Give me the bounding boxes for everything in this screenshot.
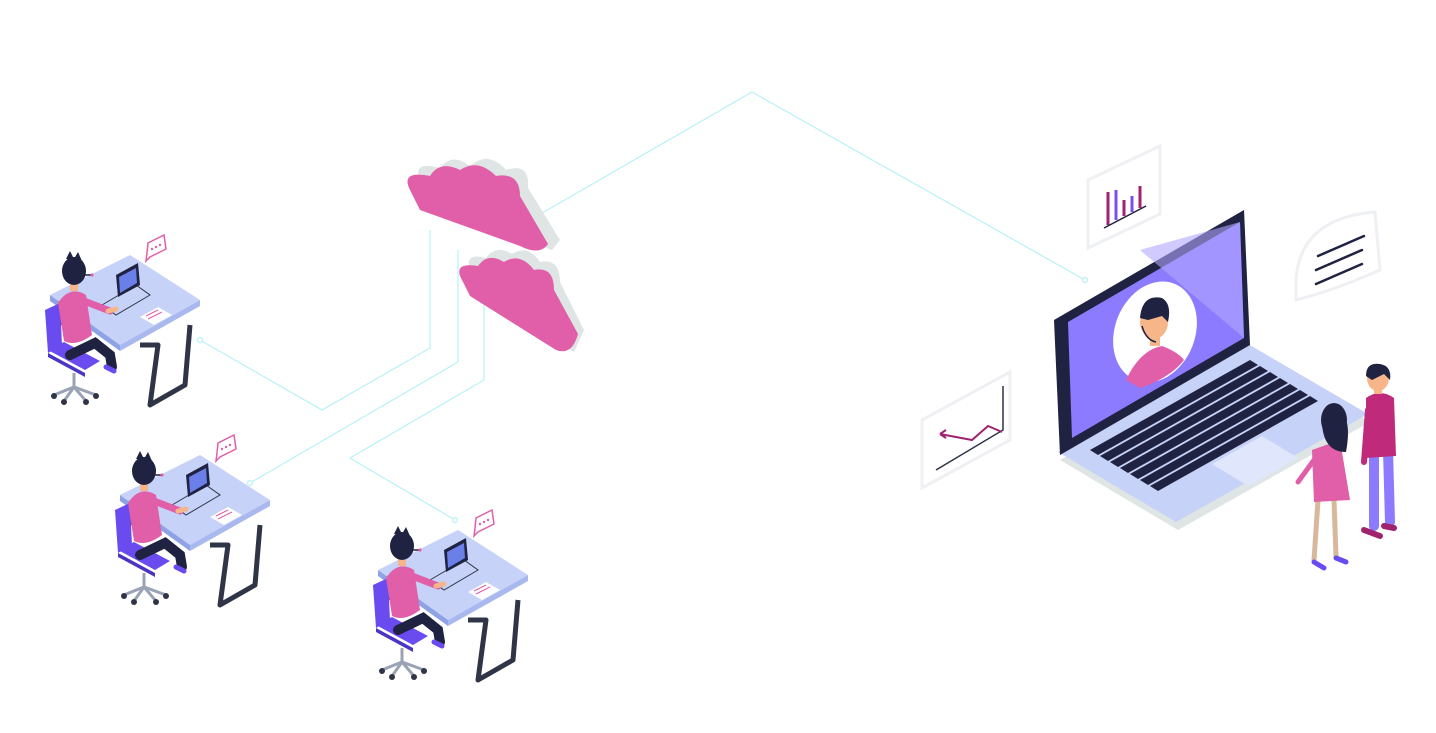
video-call-laptop xyxy=(1054,210,1370,530)
cloud-icon xyxy=(407,158,584,352)
bar-chart-icon xyxy=(1103,186,1147,229)
menu-lines-icon xyxy=(1314,234,1366,286)
keyboard xyxy=(1090,360,1318,491)
headset-icon xyxy=(1141,325,1157,343)
line-chart-icon xyxy=(935,386,1004,471)
avatar-icon xyxy=(1113,281,1197,388)
standing-man xyxy=(1361,363,1397,539)
line-chart-panel xyxy=(920,369,1012,491)
agent-workstation-1 xyxy=(45,235,200,405)
menu-lines-panel xyxy=(1294,210,1382,302)
standing-woman xyxy=(1295,403,1350,571)
bar-chart-panel xyxy=(1086,143,1162,251)
agent-workstation-2 xyxy=(115,435,270,605)
connector-lines xyxy=(196,91,1089,524)
agent-workstation-3 xyxy=(373,510,528,680)
